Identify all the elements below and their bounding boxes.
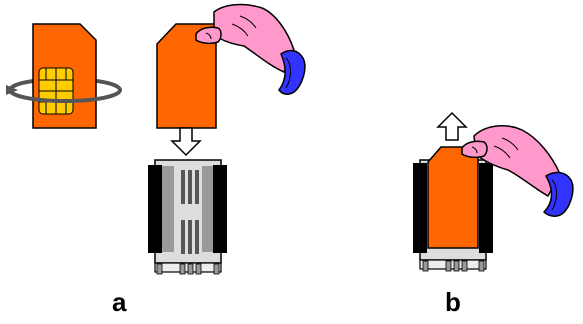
sim-card-rotate-icon [6,23,122,129]
sim-holder-with-card-icon [413,146,493,272]
sim-holder-icon [148,159,227,275]
arrow-up-icon [436,111,468,141]
panel-label-a: a [112,287,127,317]
sim-card-large [156,23,217,129]
hand-icon [461,124,574,217]
arrow-down-icon [170,127,202,157]
hand-icon [195,3,306,95]
panel-label-b: b [445,287,461,317]
sim-chip-icon [38,67,74,115]
holder-contacts [181,170,199,254]
